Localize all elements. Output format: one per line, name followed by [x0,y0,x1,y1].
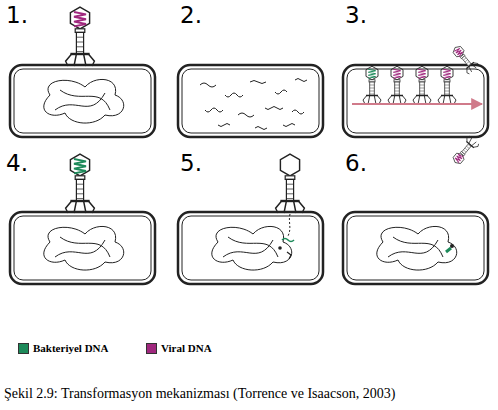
panel-number: 1. [6,2,28,28]
panel-number: 3. [345,2,367,28]
panel-number: 6. [345,150,367,176]
figure-caption: Şekil 2.9: Transformasyon mekanizması (T… [4,386,395,402]
legend-swatch [146,343,157,354]
panel-number: 4. [6,150,28,176]
legend-swatch [18,343,29,354]
panel-number: 2. [180,2,202,28]
legend-item: Bakteriyel DNA [18,342,108,354]
panel-number: 5. [180,150,202,176]
legend-text: Viral DNA [161,342,212,354]
legend-text: Bakteriyel DNA [33,342,108,354]
legend-item: Viral DNA [146,342,212,354]
